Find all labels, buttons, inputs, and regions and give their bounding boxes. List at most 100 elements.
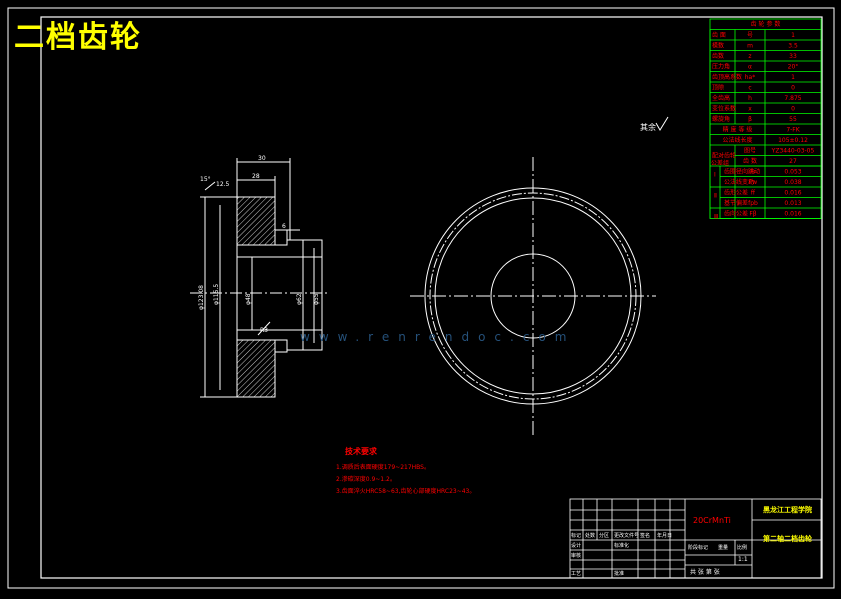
- param-tol-name-2: 齿形公差: [724, 189, 748, 197]
- param-symbol-6: h: [748, 95, 752, 102]
- tb-date: 年月日: [657, 532, 672, 539]
- param-mesh-value-0: YZ3440-03-05: [771, 148, 815, 155]
- tb-design: 设计: [571, 542, 581, 549]
- tb-ratio: 比例: [737, 544, 747, 551]
- param-wide-value-1: 105±0.12: [778, 137, 808, 144]
- dim-hub-step-text: 6: [282, 223, 286, 230]
- param-name-7: 变位系数: [712, 105, 736, 113]
- param-tol-group-2: Ⅱ: [714, 193, 717, 200]
- tech-line-2: 2.渗碳深度0.9~1.2。: [336, 475, 396, 483]
- tb-zone: 分区: [599, 532, 609, 539]
- surface-roughness-mark: 其余: [640, 116, 669, 132]
- param-header: 齿 轮 参 数: [751, 20, 781, 28]
- tb-sheet: 共 张 第 张: [690, 568, 720, 576]
- param-symbol-4: ha*: [745, 74, 755, 81]
- param-tol-symbol-1: Fw: [749, 179, 757, 186]
- param-wide-name-1: 公法线长度: [722, 136, 752, 144]
- tb-standard: 标准化: [614, 542, 629, 549]
- tb-material: 20CrMnTi: [693, 516, 731, 525]
- rim-bottom-section: [236, 339, 276, 398]
- drawing-title: 二档齿轮: [14, 20, 142, 55]
- param-name-1: 模数: [712, 42, 724, 50]
- param-tol-value-0: 0.053: [784, 169, 801, 176]
- title-block: [569, 498, 822, 579]
- param-name-6: 全齿高: [712, 94, 730, 102]
- param-name-3: 压力角: [712, 63, 730, 71]
- param-tol-group-4: Ⅲ: [714, 214, 718, 221]
- dim-width-top: 30: [258, 155, 266, 162]
- param-tol-symbol-2: ff: [751, 190, 756, 197]
- tech-line-3: 3.齿面淬火HRC58~63,齿轮心部硬度HRC23~43。: [336, 487, 475, 495]
- dim-d-outer-text: φ123.08: [198, 285, 205, 310]
- param-tol-value-2: 0.016: [784, 190, 801, 197]
- roughness-symbol: [655, 116, 669, 131]
- param-tol-name-1: 公法线变动: [724, 178, 754, 186]
- param-mesh-value-1: 27: [789, 158, 797, 165]
- param-wide-value-0: 7-FK: [786, 127, 800, 134]
- dim-ra-text: 12.5: [216, 181, 230, 188]
- param-symbol-3: α: [748, 64, 752, 71]
- tb-approve: 批准: [614, 570, 624, 577]
- param-tol-name-0: 齿圈径向跳动: [724, 168, 760, 176]
- radius-leader: [257, 321, 271, 336]
- param-mesh-name-1: 齿 数: [743, 157, 757, 165]
- param-symbol-1: m: [747, 43, 753, 50]
- param-tol-symbol-4: Fβ: [749, 211, 756, 218]
- param-name-8: 螺旋角: [712, 115, 730, 123]
- param-value-0: 1: [791, 32, 795, 39]
- tb-change-doc: 更改文件号: [614, 532, 639, 539]
- parameter-table: [709, 18, 822, 219]
- tb-scale: 1:1: [738, 556, 748, 563]
- param-symbol-2: z: [748, 53, 751, 60]
- param-value-6: 7.875: [784, 95, 801, 102]
- dim-width-inner: 28: [252, 173, 260, 180]
- tech-title: 技术要求: [345, 446, 378, 456]
- param-name-2: 齿数: [712, 52, 724, 60]
- section-dim-texts: 30 28 6 15° 12.5 φ123.08 φ115.5 φ48 φ62 …: [198, 155, 320, 334]
- param-symbol-5: c: [748, 85, 751, 92]
- watermark-url: www.renrendoc.com: [300, 330, 576, 344]
- surface-mark-text: 其余: [640, 122, 656, 132]
- param-tol-name-3: 基节偏差: [724, 199, 748, 207]
- dim-d-pitch-text: φ115.5: [213, 284, 220, 305]
- hub-step-bottom: [275, 339, 288, 353]
- param-left-label-1: 公差组: [711, 159, 729, 167]
- tb-stage: 阶段标记: [688, 544, 708, 551]
- tilt-mark: [204, 181, 216, 191]
- tb-part-name: 第二轴二档齿轮: [763, 534, 812, 543]
- param-tol-value-3: 0.013: [784, 200, 801, 207]
- param-tol-value-1: 0.038: [784, 179, 801, 186]
- hub-outline: [287, 239, 323, 351]
- title-block-frame: [569, 498, 822, 579]
- tb-weight: 重量: [718, 544, 728, 551]
- inner-border: [40, 16, 823, 579]
- dim-d-hub-text: φ62: [296, 293, 303, 305]
- param-value-7: 0: [791, 106, 795, 113]
- param-name-4: 齿顶高系数: [712, 73, 742, 81]
- front-view: [410, 157, 656, 436]
- tb-count: 处数: [585, 532, 595, 539]
- param-name-5: 顶隙: [712, 84, 724, 92]
- hub-step-top: [275, 229, 288, 246]
- param-value-3: 20°: [788, 64, 799, 71]
- param-tol-name-4: 齿向公差: [724, 210, 748, 218]
- param-name-0: 齿 面: [712, 31, 726, 39]
- tb-mark: 标记: [571, 532, 581, 539]
- rim-top-section: [236, 196, 276, 246]
- dim-tilt-text: 15°: [200, 176, 211, 183]
- outer-border: [7, 7, 835, 589]
- param-tol-group-0: Ⅰ: [714, 172, 716, 179]
- param-value-1: 3.5: [788, 43, 798, 50]
- param-mesh-name-0: 图号: [744, 148, 756, 155]
- param-tol-value-4: 0.016: [784, 211, 801, 218]
- param-symbol-7: x: [748, 106, 752, 113]
- section-view: [190, 158, 330, 398]
- param-symbol-8: β: [748, 116, 752, 123]
- tb-audit: 审核: [571, 552, 581, 559]
- param-value-5: 0: [791, 85, 795, 92]
- dim-d-bore-text: φ48: [245, 293, 252, 305]
- param-value-8: 55: [789, 116, 797, 123]
